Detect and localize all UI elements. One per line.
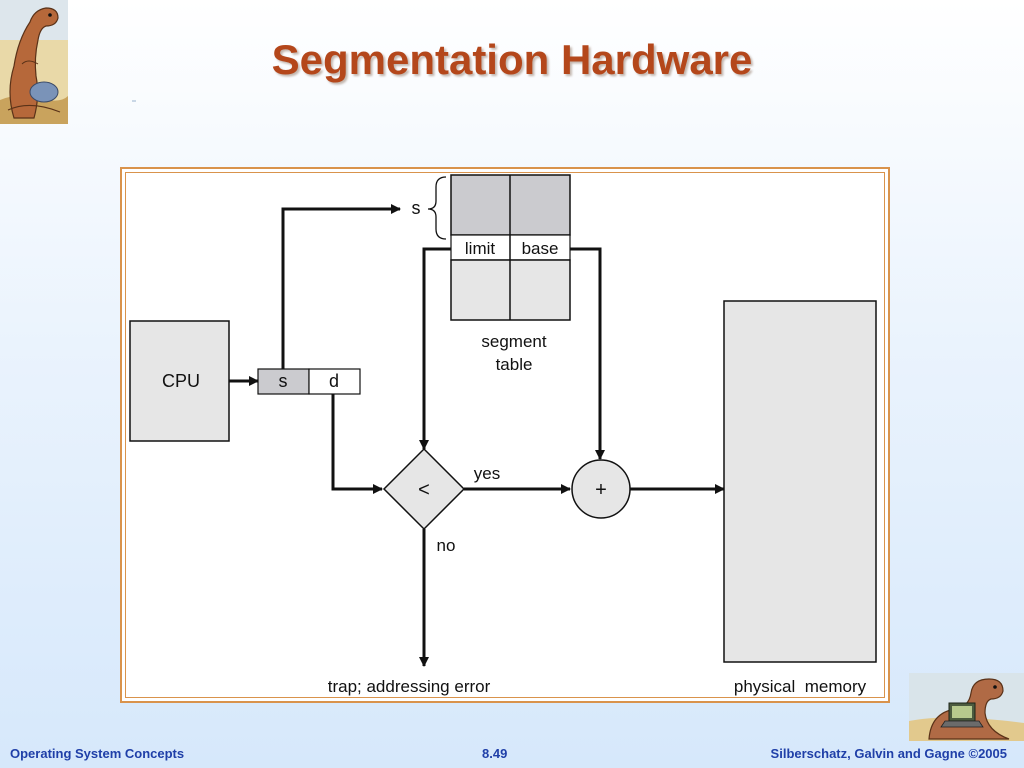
address-s-label: s <box>279 371 288 391</box>
segment-table: limit base <box>450 174 571 321</box>
yes-label: yes <box>474 464 500 483</box>
base-label: base <box>522 239 559 258</box>
dinosaur-with-laptop-icon <box>909 673 1024 741</box>
comparator-diamond: < <box>382 447 466 531</box>
limit-arrow <box>419 247 451 450</box>
physical-memory-label: physical memory <box>734 677 867 696</box>
address-d-label: d <box>329 371 339 391</box>
compare-symbol: < <box>418 479 430 501</box>
logical-address: s d <box>257 368 361 395</box>
footer-authors: Silberschatz, Galvin and Gagne ©2005 <box>770 746 1007 761</box>
physical-memory-box <box>723 300 877 663</box>
address-d-field <box>308 368 361 395</box>
diagram-frame-inner <box>125 172 885 698</box>
segment-table-caption-line1: segment <box>481 332 546 351</box>
adder-circle: + <box>571 459 631 519</box>
cpu-box: CPU <box>129 320 230 442</box>
trap-label: trap; addressing error <box>328 677 491 696</box>
segment-number-arrow <box>281 204 401 369</box>
segment-index-label: s <box>412 198 421 218</box>
base-arrow <box>570 247 605 460</box>
slide-title: Segmentation Hardware <box>271 36 753 83</box>
segment-table-caption-line2: table <box>496 355 533 374</box>
offset-arrow <box>331 394 383 494</box>
title-accent-mark <box>132 100 136 102</box>
dinosaur-mascot-icon <box>0 0 68 124</box>
limit-label: limit <box>465 239 495 258</box>
segmentation-diagram: CPU s d s limit base segment table < yes… <box>129 174 877 696</box>
segment-row-brace <box>427 176 447 240</box>
add-symbol: + <box>595 479 607 501</box>
footer-book-title: Operating System Concepts <box>10 746 185 761</box>
no-label: no <box>437 536 456 555</box>
cpu-label: CPU <box>162 371 200 391</box>
footer-slide-number: 8.49 <box>482 746 508 761</box>
